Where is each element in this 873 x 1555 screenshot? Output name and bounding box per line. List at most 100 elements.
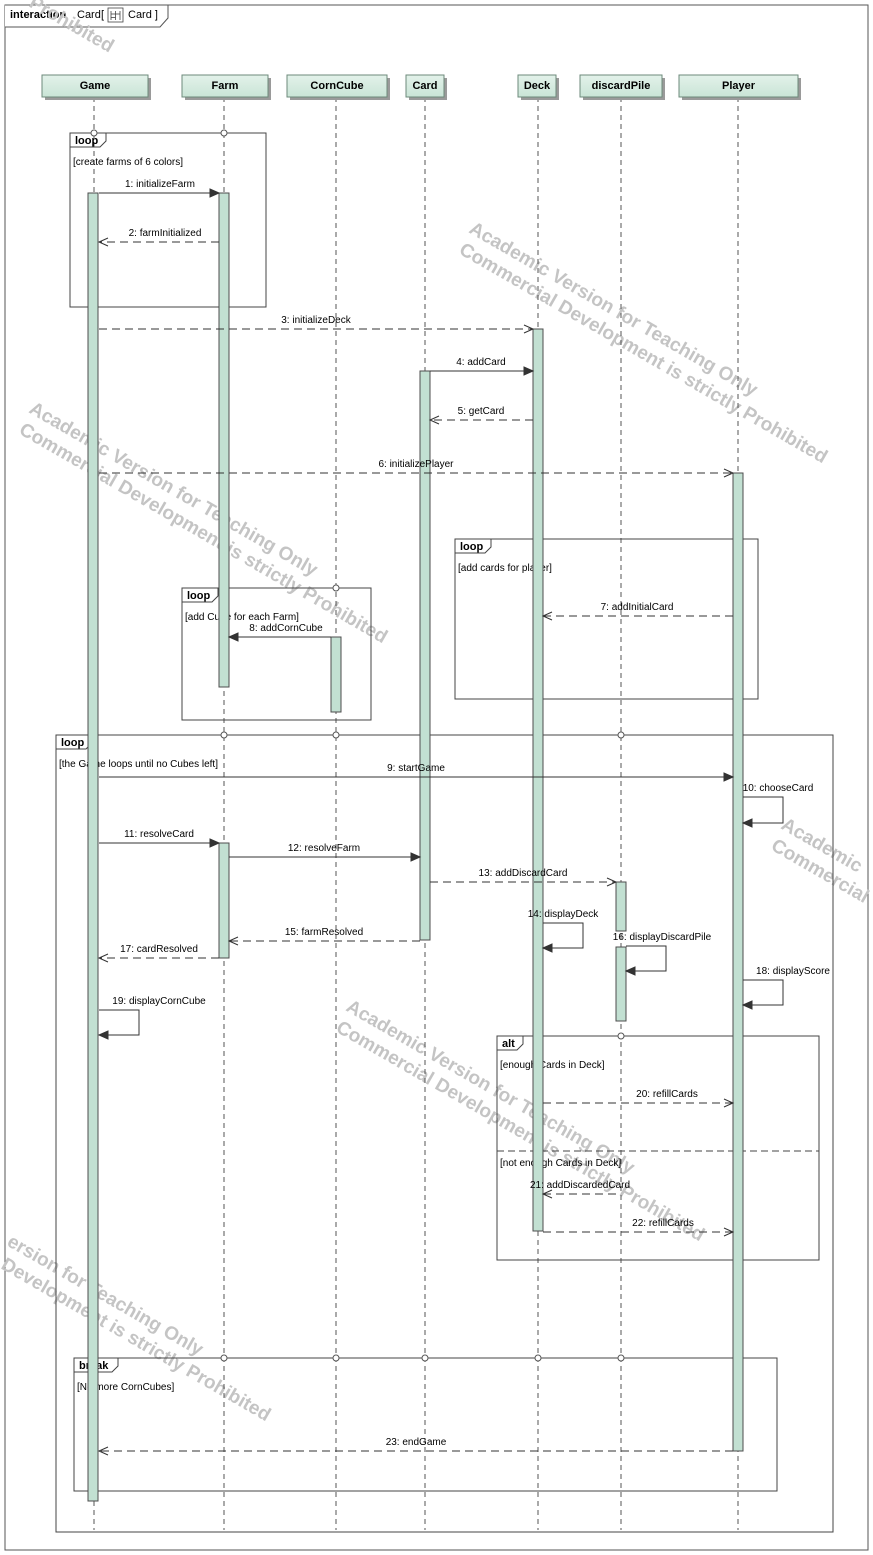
activation-deck [532, 328, 544, 1232]
fragment-loop1-keyword: loop [75, 135, 98, 147]
activation-game [87, 192, 99, 1502]
message-10-label: 10: chooseCard [743, 783, 814, 794]
activation-farm [218, 192, 230, 688]
watermark-text: Development is strictly Prohibited [0, 1254, 274, 1426]
watermark-text: Academic Version for Teaching Only [466, 218, 762, 401]
fragment-alt1-guard: [enough Cards in Deck] [500, 1060, 605, 1071]
fragments-layer: loop [create farms of 6 colors] loop [add c… [55, 129, 834, 1533]
message-15-arrowhead [227, 936, 239, 946]
activation-farm [218, 842, 230, 959]
message-10-line [743, 796, 784, 824]
message-8-arrowhead [227, 632, 239, 642]
fragment-loop1-guard: [create farms of 6 colors] [73, 157, 183, 168]
fragment-break1-gate [332, 1354, 340, 1362]
fragment-loop3-guard: [add Cube for each Farm] [185, 612, 299, 623]
message-6-label: 6: initializePlayer [378, 459, 454, 470]
lifeline-game-name: Game [80, 80, 111, 92]
fragment-loop4-keyword: loop [61, 737, 84, 749]
message-19-line [99, 1009, 140, 1036]
lifeline-corncube-head [286, 74, 388, 98]
activation-discardpile [615, 881, 627, 932]
message-7-label: 7: addInitialCard [601, 602, 674, 613]
fragment-break1-guard: [No more CornCubes] [77, 1382, 174, 1393]
fragment-loop2-guard: [add cards for player] [458, 563, 552, 574]
message-2-label: 2: farmInitialized [129, 228, 202, 239]
interaction-diagram-icon [107, 7, 124, 23]
diagram-name-suffix: Card ] [128, 9, 158, 21]
fragment-loop1-gate [220, 129, 228, 137]
lifeline-game-head [41, 74, 149, 98]
fragment-alt1-keyword: alt [502, 1038, 515, 1050]
fragment-break1-gate [220, 1354, 228, 1362]
message-18-line [743, 979, 784, 1006]
message-12-label: 12: resolveFarm [288, 843, 360, 854]
message-14-line [543, 922, 584, 949]
fragment-loop3-keyword: loop [187, 590, 210, 602]
activation-player [732, 472, 744, 1452]
lifeline-discardpile-name: discardPile [592, 80, 651, 92]
message-22-arrowhead [723, 1227, 735, 1237]
activation-discardpile [615, 946, 627, 1022]
watermark-text: Commercial Development is strictly Prohi… [456, 239, 831, 468]
lifeline-deck-name: Deck [524, 80, 551, 92]
lifeline-deck-head [517, 74, 557, 98]
diagram-kind-keyword: interaction [10, 9, 67, 21]
message-23-arrowhead [97, 1446, 109, 1456]
diagram-frame [4, 4, 869, 1551]
message-20-label: 20: refillCards [636, 1089, 698, 1100]
activations-layer [87, 192, 744, 1502]
message-1-arrowhead [209, 188, 221, 198]
message-9-arrowhead [723, 772, 735, 782]
message-20-arrowhead [723, 1098, 735, 1108]
message-14-label: 14: displayDeck [528, 909, 600, 920]
message-15-label: 15: farmResolved [285, 927, 363, 938]
fragment-alt1-tab [497, 1036, 524, 1051]
message-19-label: 19: displayCornCube [112, 996, 206, 1007]
message-12-arrowhead [410, 852, 422, 862]
watermark-text: Academic Version for Teaching Only [26, 398, 322, 581]
message-3-arrowhead [523, 324, 535, 334]
fragment-loop4-guard: [the Game loops until no Cubes left] [59, 759, 218, 770]
fragment-break1-gate [421, 1354, 429, 1362]
message-22-label: 22: refillCards [632, 1218, 694, 1229]
message-21-arrowhead [541, 1189, 553, 1199]
message-8-label: 8: addCornCube [249, 623, 323, 634]
message-14-arrowhead [541, 943, 553, 953]
fragment-loop1-box [69, 132, 267, 308]
lifeline-card-head [405, 74, 445, 98]
lifeline-discardpile-head [579, 74, 663, 98]
fragment-loop1-gate [90, 129, 98, 137]
message-17-arrowhead [97, 953, 109, 963]
message-11-label: 11: resolveCard [124, 829, 194, 840]
message-5-label: 5: getCard [458, 406, 505, 417]
activation-corncube [330, 636, 342, 713]
watermark-text: ersion for Teaching Only [4, 1231, 207, 1361]
fragment-loop2-box [454, 538, 759, 700]
message-4-label: 4: addCard [456, 357, 505, 368]
watermark-text: Academic Version for Teaching Only [343, 996, 639, 1179]
message-10-arrowhead [741, 818, 753, 828]
lifeline-player-head [678, 74, 799, 98]
fragment-loop3-box [181, 587, 372, 721]
message-19-arrowhead [97, 1030, 109, 1040]
fragment-loop4-gate [332, 731, 340, 739]
fragment-alt1-guard2: [not enough Cards in Deck] [500, 1158, 621, 1169]
message-18-arrowhead [741, 1000, 753, 1010]
message-13-label: 13: addDiscardCard [479, 868, 568, 879]
lifeline-corncube-name: CornCube [310, 80, 363, 92]
message-11-arrowhead [209, 838, 221, 848]
message-21-label: 21: addDiscardedCard [530, 1180, 630, 1191]
message-9-label: 9: startGame [387, 763, 445, 774]
message-16-label: 16: displayDiscardPile [613, 932, 712, 943]
activation-card [419, 370, 431, 941]
fragment-loop3-tab [182, 588, 219, 603]
diagram-name-bracket: [ [101, 9, 104, 21]
lifeline-farm-head [181, 74, 269, 98]
diagram-title-tab [5, 4, 169, 28]
message-13-arrowhead [606, 877, 618, 887]
fragment-loop2-keyword: loop [460, 541, 483, 553]
fragment-loop3-gate [332, 584, 340, 592]
fragment-break1-gate [534, 1354, 542, 1362]
